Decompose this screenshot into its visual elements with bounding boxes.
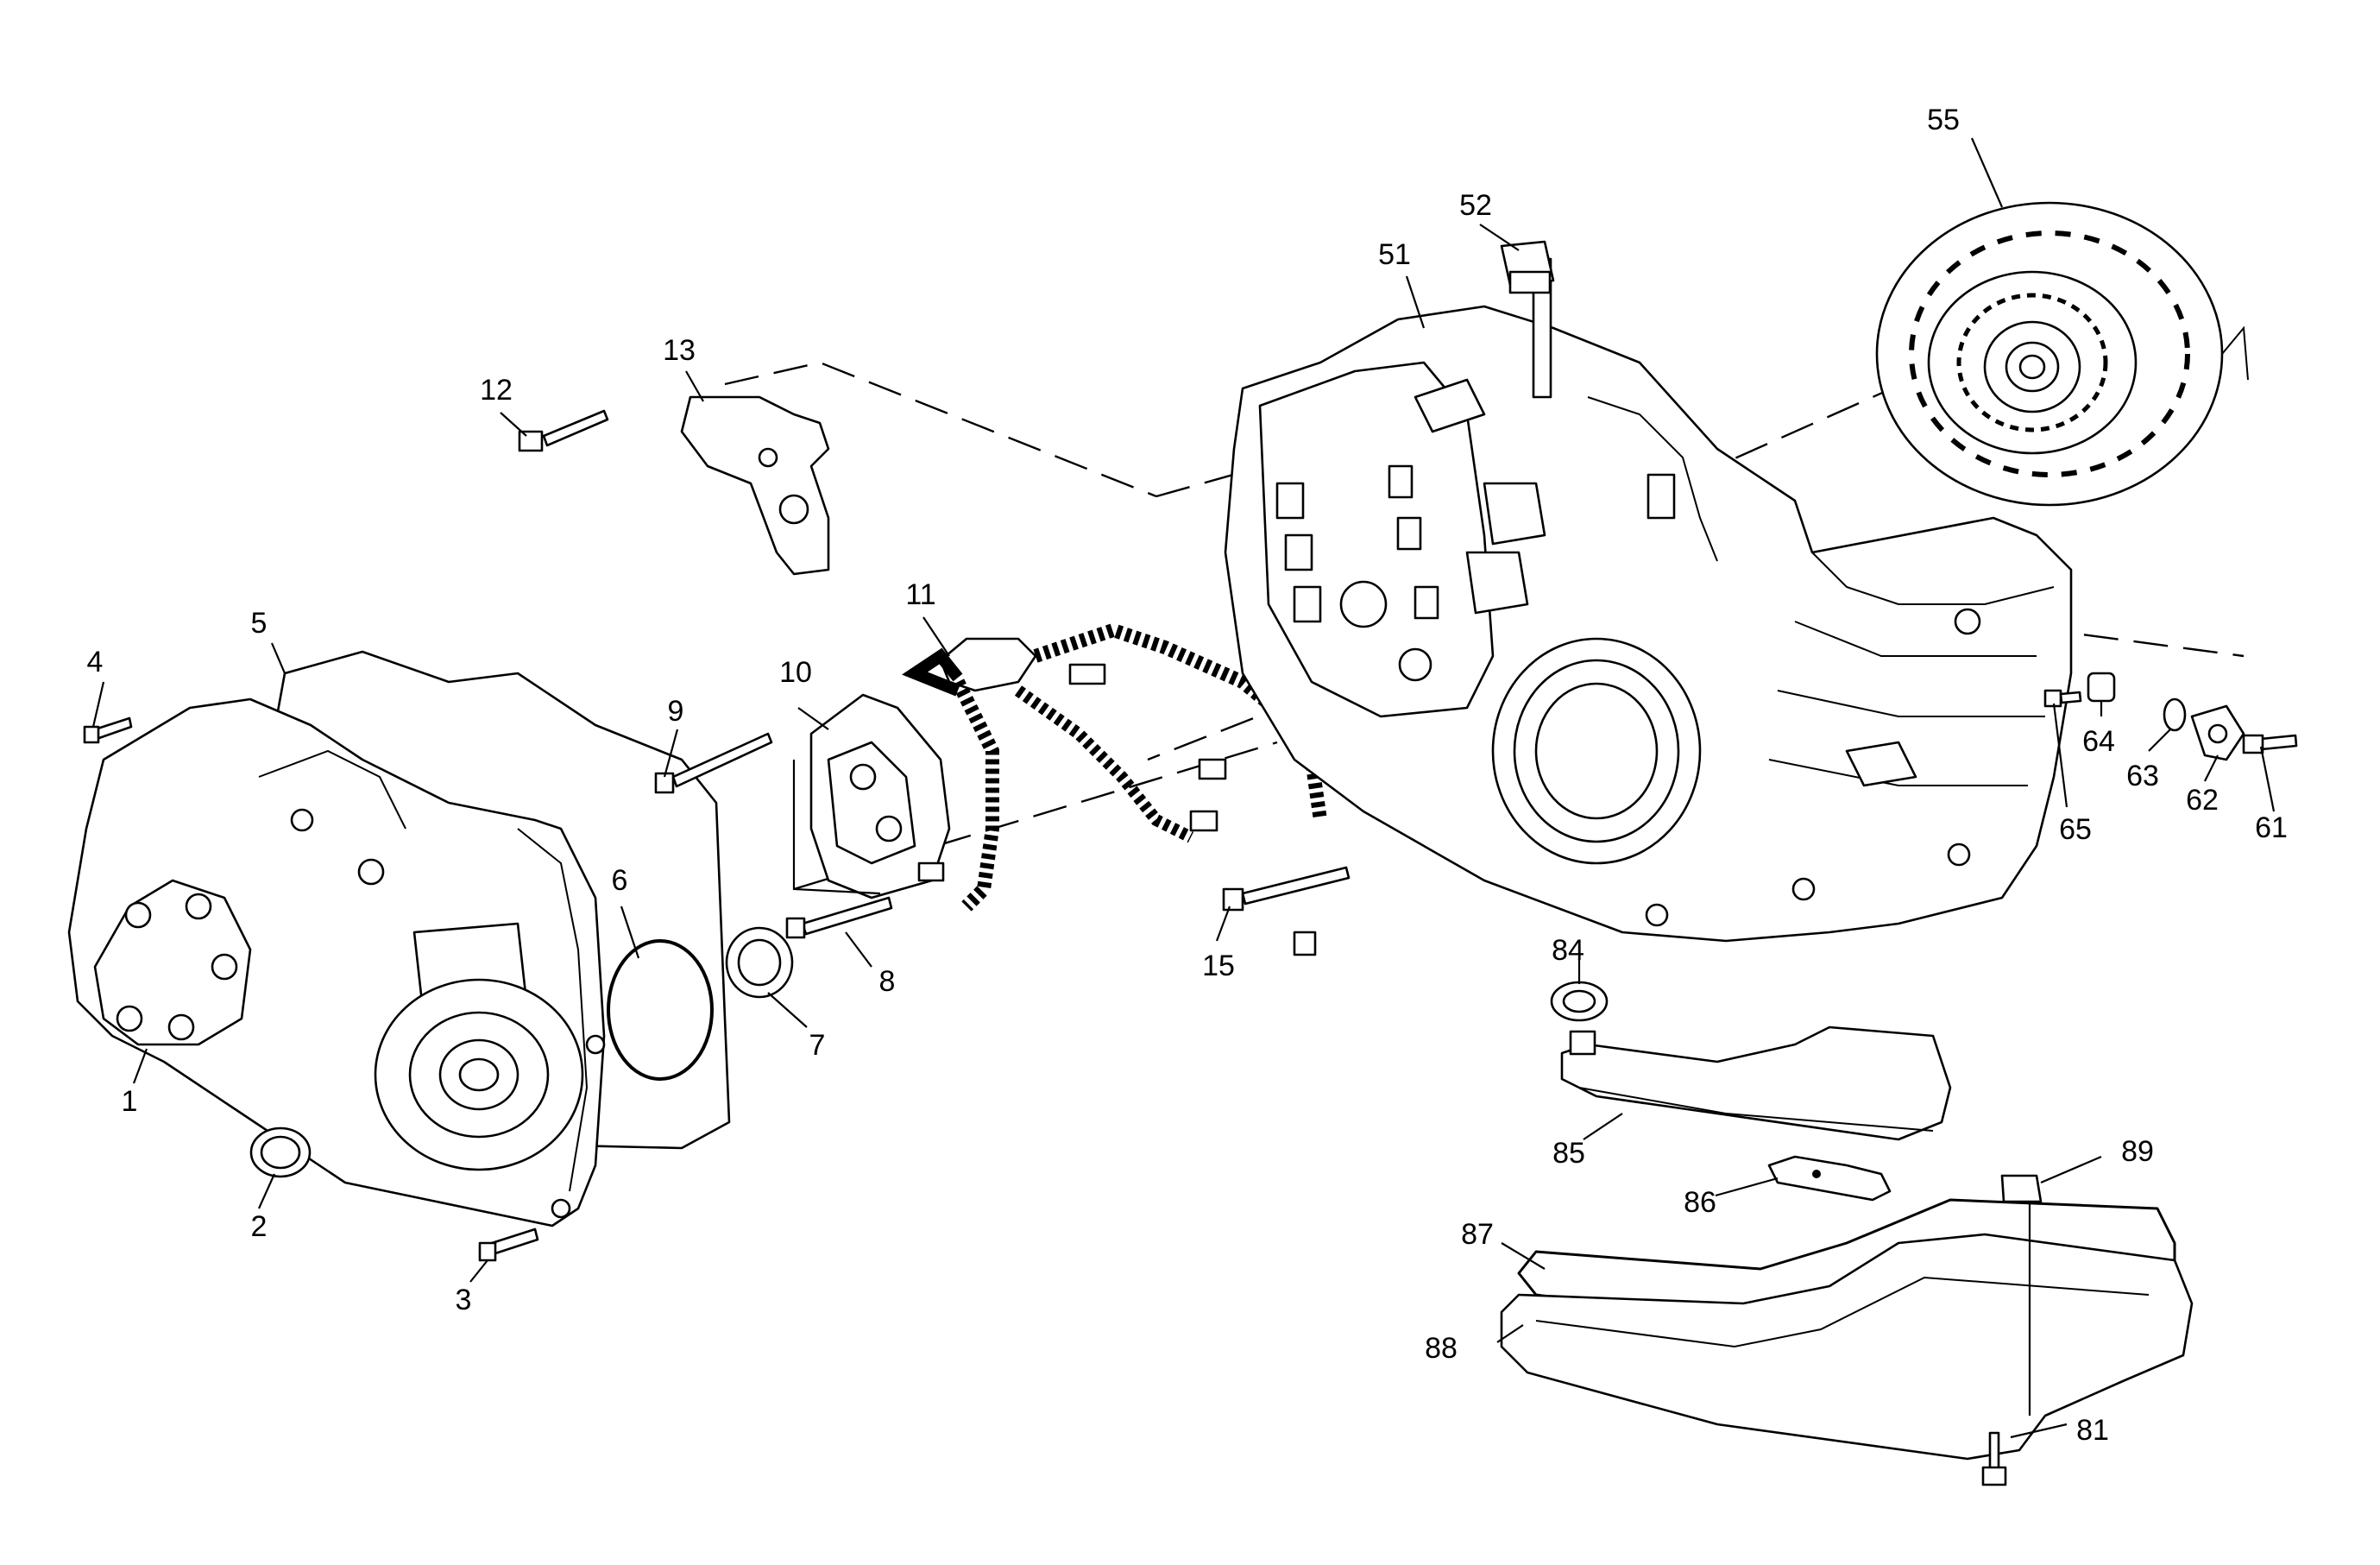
callout-9: 9 [668,695,684,728]
bolt-8 [785,896,893,939]
callout-12: 12 [480,374,513,407]
leader-lines [91,137,2276,1439]
callout-labels: 1 2 3 4 5 6 7 8 9 10 11 12 13 15 51 52 5… [87,104,2288,1447]
callout-62: 62 [2186,784,2219,817]
bracket-13 [680,395,830,576]
sensor-62 [2190,704,2245,761]
callout-11: 11 [905,578,935,611]
oil-pan-88 [1500,1233,2194,1461]
callout-6: 6 [612,864,628,897]
callout-4: 4 [87,646,104,678]
bolt-65 [2043,689,2082,708]
vent-52 [1500,240,1555,399]
callout-81: 81 [2076,1414,2109,1447]
case-side-cover [67,697,606,1227]
bolt-9 [654,732,773,794]
o-ring-6 [607,939,714,1081]
bolt-12 [518,409,609,452]
seal-7 [725,926,794,999]
callout-51: 51 [1378,238,1411,271]
callout-65: 65 [2059,813,2092,846]
torque-converter-55 [1875,201,2249,507]
accumulator-housing-10 [792,693,951,899]
callout-13: 13 [663,334,696,367]
o-ring-63 [2163,697,2187,732]
callout-61: 61 [2255,811,2288,844]
callout-86: 86 [1684,1186,1716,1219]
bolt-15 [1222,866,1351,912]
callout-5: 5 [251,607,268,640]
transmission-case-51 [1224,305,2073,943]
callout-3: 3 [456,1284,472,1316]
callout-10: 10 [779,656,812,689]
callout-8: 8 [879,965,896,998]
callout-89: 89 [2121,1135,2154,1168]
bolt-61 [2242,734,2298,754]
wiring-harness-11 [902,622,1327,956]
axle-seal-2 [249,1126,312,1178]
callout-52: 52 [1459,189,1492,222]
bolt-81 [1981,1431,2007,1486]
callout-7: 7 [809,1029,826,1062]
callout-64: 64 [2082,725,2115,758]
filter-85 [1560,1025,1952,1141]
plug-64 [2087,672,2116,703]
callout-84: 84 [1552,934,1584,967]
callout-2: 2 [251,1210,268,1243]
callout-63: 63 [2126,760,2159,792]
callout-85: 85 [1552,1137,1585,1170]
magnet-89 [2000,1174,2043,1203]
bolt-3 [478,1227,539,1262]
bolt-4 [83,716,133,744]
filter-seal-84 [1550,981,1609,1022]
callout-1: 1 [122,1085,138,1118]
callout-55: 55 [1927,104,1960,136]
callout-87: 87 [1461,1218,1494,1251]
bracket-86 [1767,1155,1892,1202]
callout-88: 88 [1425,1332,1458,1365]
callout-15: 15 [1202,950,1235,982]
